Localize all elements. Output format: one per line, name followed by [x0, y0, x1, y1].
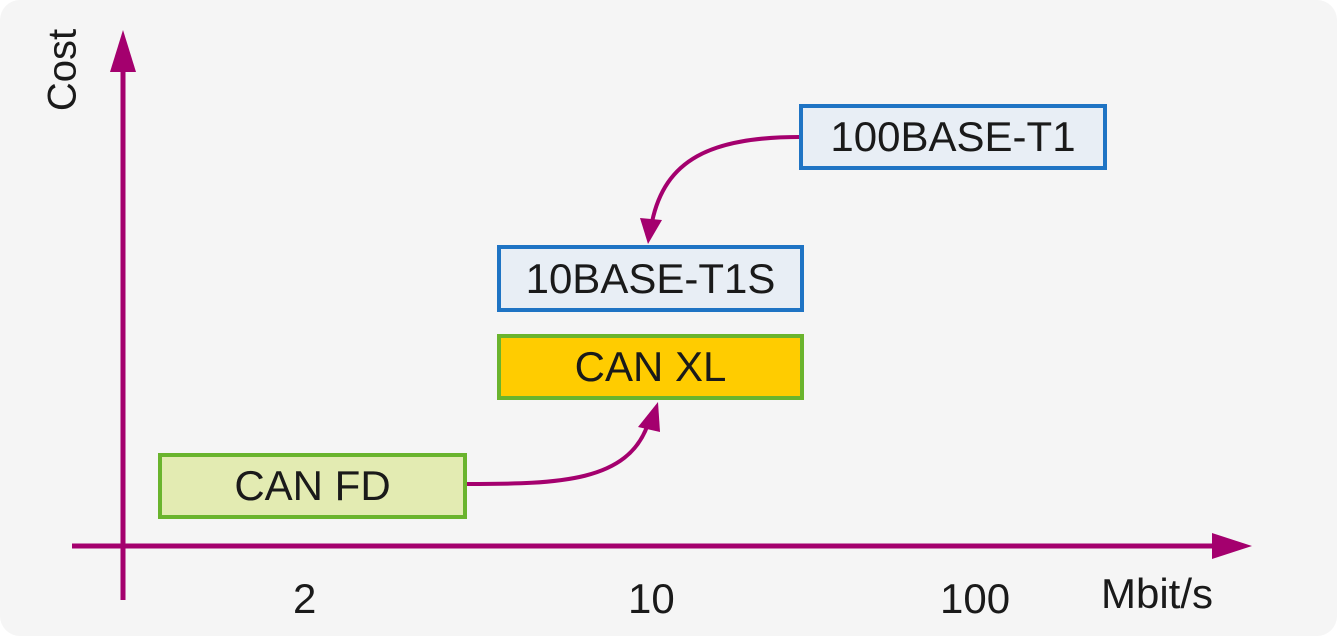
node-can-fd-label: CAN FD [234, 462, 391, 509]
node-can-xl: CAN XL [497, 334, 804, 400]
node-10base-t1s: 10BASE-T1S [497, 245, 804, 312]
arrow-canfd-to-canxl-head [638, 402, 660, 432]
x-tick-2: 2 [293, 575, 317, 622]
arrow-t1-to-t1s [650, 135, 801, 223]
y-axis-arrowhead [110, 30, 136, 72]
arrow-t1-to-t1s-head [640, 218, 662, 244]
x-axis-unit: Mbit/s [1101, 570, 1214, 617]
node-10base-t1s-label: 10BASE-T1S [525, 254, 776, 302]
y-axis-label: Cost [40, 28, 85, 112]
node-100base-t1: 100BASE-T1 [799, 104, 1107, 170]
arrow-canfd-to-canxl [466, 423, 650, 486]
x-axis-arrowhead [1212, 533, 1252, 559]
node-can-fd: CAN FD [158, 453, 467, 519]
node-100base-t1-label: 100BASE-T1 [830, 113, 1076, 160]
x-tick-10: 10 [628, 575, 675, 622]
x-tick-100: 100 [940, 575, 1011, 622]
node-can-xl-label: CAN XL [574, 343, 727, 390]
